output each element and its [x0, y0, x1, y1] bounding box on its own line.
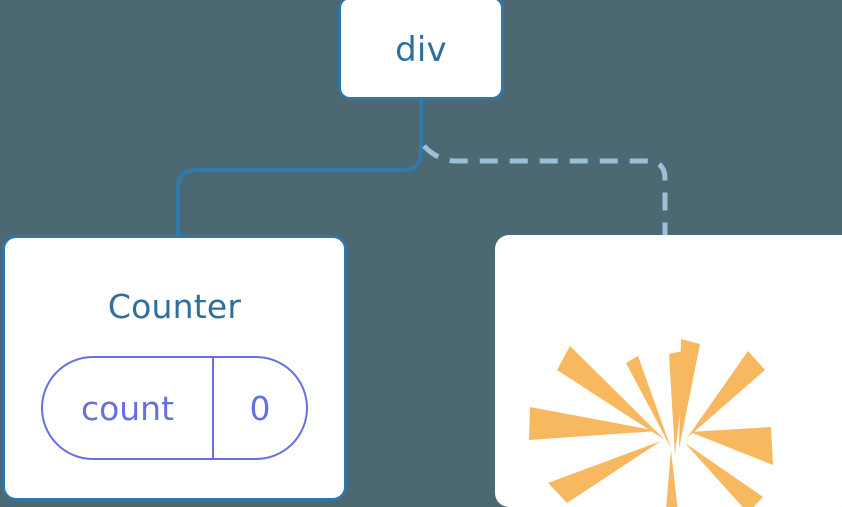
node-counter-label: Counter — [107, 287, 242, 326]
state-key-label: count — [80, 388, 175, 428]
burst-ray-nnw — [626, 356, 671, 448]
burst-ray-nw — [557, 346, 665, 440]
state-value-cell: 0 — [214, 358, 306, 458]
state-key-cell: count — [43, 358, 214, 458]
sparkle-burst-icon — [529, 339, 773, 507]
node-highlight[interactable] — [495, 235, 842, 507]
burst-ray-w — [529, 407, 658, 440]
edge-root-counter — [176, 100, 423, 238]
node-div-label: div — [395, 30, 447, 70]
state-pill-count[interactable]: count 0 — [41, 356, 308, 460]
burst-ray-sw — [548, 441, 661, 503]
burst-ray-e — [690, 427, 773, 465]
node-div[interactable]: div — [338, 0, 504, 100]
burst-ray-se — [685, 443, 763, 507]
edge-root-highlight — [422, 144, 668, 238]
node-counter[interactable]: Counter count 0 — [2, 235, 347, 501]
state-value-label: 0 — [249, 388, 271, 428]
burst-ray-ne — [687, 351, 765, 438]
burst-ray-s — [666, 450, 678, 507]
burst-ray-nne — [679, 339, 700, 449]
